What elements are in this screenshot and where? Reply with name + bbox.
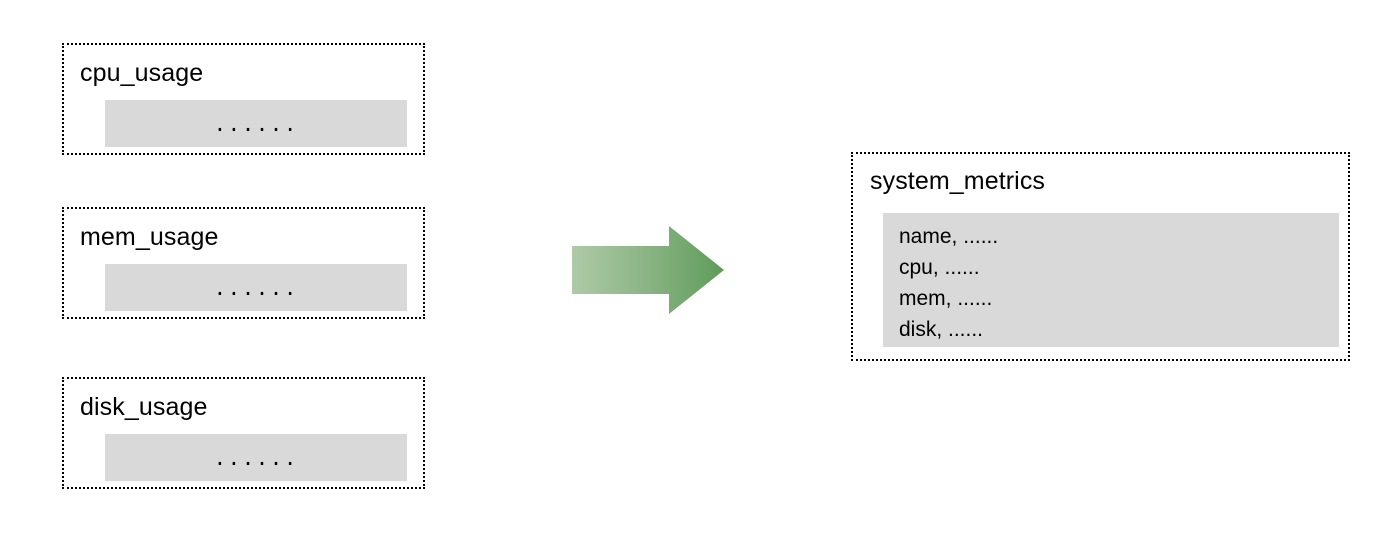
metric-row: cpu, ...... [899,256,980,279]
ellipsis-placeholder: ...... [213,275,299,300]
metric-row: name, ...... [899,225,999,248]
source-card-body: ...... [105,264,407,311]
source-card-body: ...... [105,100,407,147]
source-card-title: mem_usage [80,223,219,251]
source-card-mem-usage[interactable]: mem_usage ...... [62,207,425,319]
ellipsis-placeholder: ...... [213,111,299,136]
target-card-title: system_metrics [870,167,1046,195]
source-card-body: ...... [105,434,407,481]
source-card-disk-usage[interactable]: disk_usage ...... [62,377,425,489]
metric-row: mem, ...... [899,287,993,310]
target-card-body: name, ...... cpu, ...... mem, ...... dis… [883,213,1339,347]
ellipsis-placeholder: ...... [213,445,299,470]
source-card-cpu-usage[interactable]: cpu_usage ...... [62,43,425,155]
right-arrow-icon [572,226,724,314]
source-card-title: cpu_usage [80,59,204,87]
source-card-title: disk_usage [80,393,208,421]
target-card-system-metrics[interactable]: system_metrics name, ...... cpu, ...... … [851,152,1350,361]
metric-row: disk, ...... [899,318,984,341]
